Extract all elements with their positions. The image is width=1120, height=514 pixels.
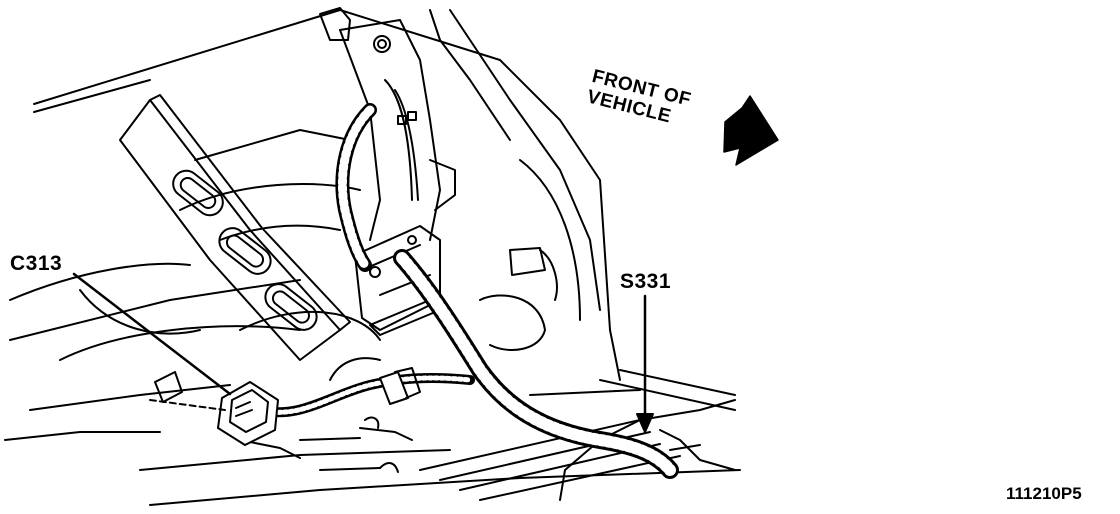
callout-s331: S331 <box>620 270 672 293</box>
s331-leader-arrowhead <box>636 413 654 433</box>
figure-id: 111210P5 <box>1006 484 1082 503</box>
c313-leader <box>72 272 232 396</box>
callout-c313: C313 <box>10 252 63 275</box>
connector-c313 <box>149 371 279 446</box>
splice-s331-area <box>659 429 736 471</box>
front-arrow-icon <box>723 95 779 166</box>
leader-lines <box>72 272 654 433</box>
wire-harness-branch <box>239 367 475 473</box>
slotted-bracket <box>119 94 351 361</box>
wire-harness-upper <box>335 103 679 479</box>
